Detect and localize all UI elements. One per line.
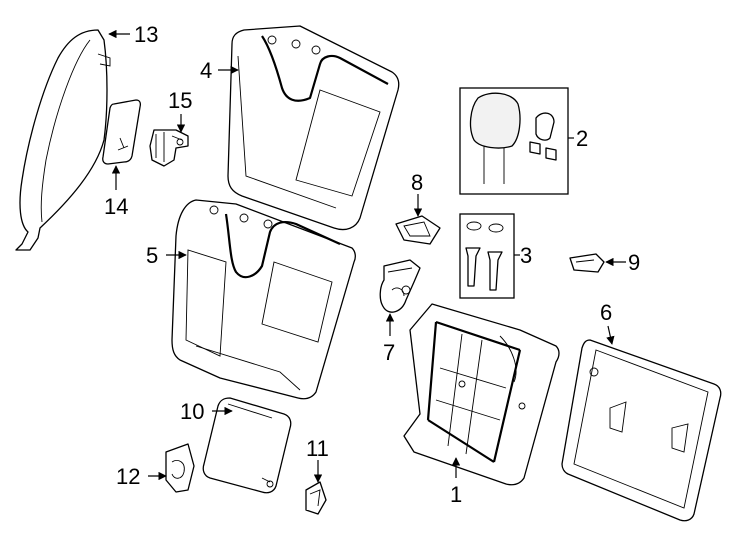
callout-3: 3: [514, 243, 532, 268]
callout-4: 4: [200, 58, 239, 83]
callout-11: 11: [306, 436, 329, 483]
callout-13: 13: [108, 22, 158, 47]
callout-5: 5: [146, 243, 187, 268]
part-12-trim-piece: [165, 443, 195, 493]
svg-text:14: 14: [104, 194, 128, 219]
svg-text:1: 1: [450, 482, 462, 507]
svg-text:8: 8: [411, 170, 423, 195]
callout-1: 1: [450, 457, 462, 507]
svg-text:10: 10: [180, 399, 204, 424]
svg-text:7: 7: [383, 340, 395, 365]
part-2-headrest: [459, 87, 569, 195]
svg-text:3: 3: [520, 243, 532, 268]
callout-7: 7: [383, 313, 395, 365]
part-5-seatback-trim: [171, 199, 356, 400]
part-10-trim-cover: [202, 397, 292, 494]
part-15-hinge-bracket: [149, 129, 189, 167]
part-7-latch: [379, 259, 421, 313]
part-14-trim-insert: [102, 99, 142, 165]
svg-text:2: 2: [576, 126, 588, 151]
svg-text:12: 12: [116, 464, 140, 489]
svg-text:15: 15: [168, 88, 192, 113]
svg-text:6: 6: [600, 300, 612, 325]
callout-8: 8: [411, 170, 423, 217]
callout-12: 12: [116, 464, 167, 489]
callout-15: 15: [168, 88, 192, 133]
svg-text:11: 11: [306, 436, 329, 461]
part-1-seatback-frame: [403, 303, 560, 486]
part-9-clip: [569, 253, 605, 273]
part-6-rear-panel: [561, 339, 722, 522]
callout-9: 9: [605, 250, 640, 275]
svg-text:13: 13: [134, 22, 158, 47]
svg-text:5: 5: [146, 243, 158, 268]
callout-6: 6: [600, 300, 615, 345]
svg-text:4: 4: [200, 58, 212, 83]
part-13-side-bolster: [15, 29, 111, 251]
svg-text:9: 9: [628, 250, 640, 275]
part-4-seatback-cushion: [227, 25, 400, 231]
part-8-release-handle: [395, 215, 441, 245]
part-11-clip: [305, 481, 327, 515]
part-3-headrest-guides: [459, 213, 515, 299]
callout-14: 14: [104, 165, 128, 219]
callout-10: 10: [180, 399, 233, 424]
callout-2: 2: [568, 126, 588, 151]
